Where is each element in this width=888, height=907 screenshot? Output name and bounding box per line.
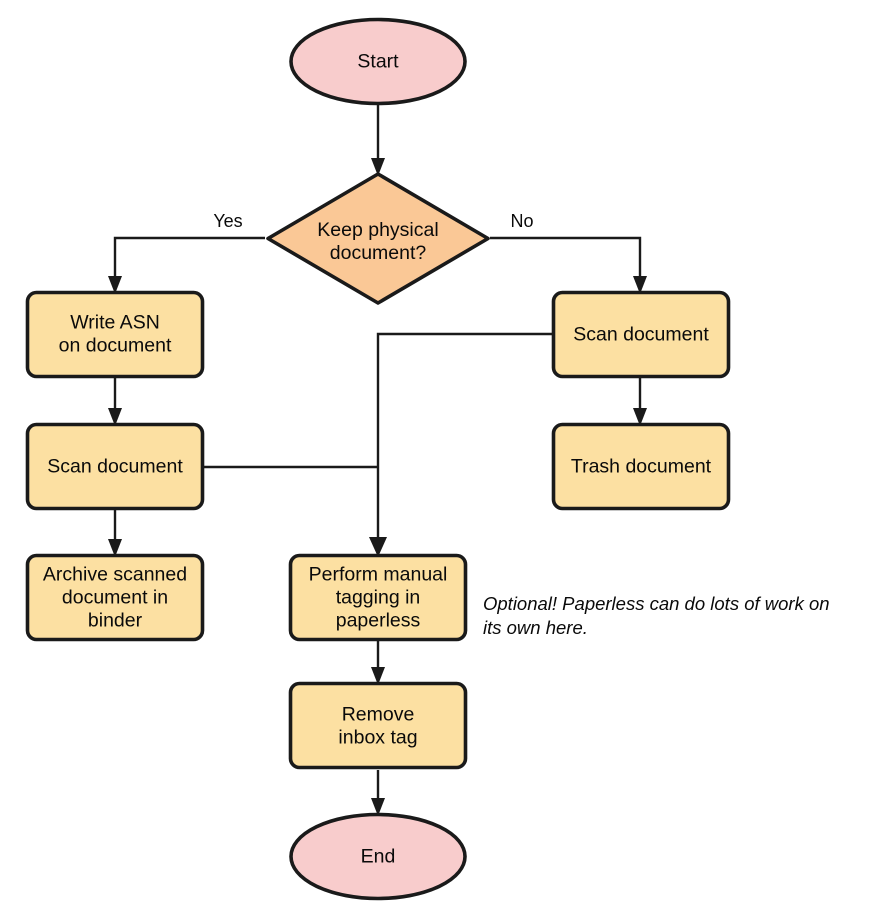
end-label: End	[361, 846, 396, 868]
node-write-asn-on-document[interactable]: Write ASN on document	[25, 290, 205, 379]
edge-label-no: No	[510, 211, 533, 231]
connector-decision-no-to-scan-right	[490, 236, 647, 294]
optional-note-line1: Optional! Paperless can do lots of work …	[483, 593, 830, 614]
decision-diamond[interactable]	[266, 172, 490, 305]
optional-note-line2: its own here.	[483, 617, 588, 638]
manual-tagging-label-line3: paperless	[336, 610, 421, 632]
archive-label-line3: binder	[88, 610, 143, 632]
trash-document-label: Trash document	[571, 456, 712, 478]
manual-tagging-box[interactable]	[288, 553, 468, 642]
write-asn-box[interactable]	[25, 290, 205, 379]
manual-tagging-label-line1: Perform manual	[309, 564, 448, 586]
node-scan-document-right[interactable]: Scan document	[551, 290, 731, 379]
connector-decision-yes-to-write-asn	[108, 236, 265, 294]
node-archive-scanned-document[interactable]: Archive scanned document in binder	[25, 553, 205, 642]
connector-remove-inbox-to-end	[371, 770, 385, 816]
archive-label-line2: document in	[62, 587, 168, 609]
node-decision-keep-physical-document[interactable]: Keep physical document?	[266, 172, 490, 305]
connector-scan-right-to-manual-tagging	[369, 332, 552, 557]
scan-document-left-box[interactable]	[25, 422, 205, 511]
decision-label-line2: document?	[330, 242, 427, 264]
start-ellipse[interactable]	[289, 17, 467, 106]
remove-inbox-tag-box[interactable]	[288, 681, 468, 770]
connector-write-asn-to-scan-left	[108, 378, 122, 426]
node-perform-manual-tagging[interactable]: Perform manual tagging in paperless	[288, 553, 468, 642]
remove-inbox-tag-label-line2: inbox tag	[338, 727, 417, 749]
connector-manual-tagging-to-remove-inbox	[371, 641, 385, 685]
annotation-optional-note: Optional! Paperless can do lots of work …	[483, 593, 830, 638]
archive-box[interactable]	[25, 553, 205, 642]
node-trash-document[interactable]: Trash document	[551, 422, 731, 511]
end-ellipse[interactable]	[289, 812, 467, 901]
scan-document-right-label: Scan document	[573, 324, 709, 346]
scan-document-left-label: Scan document	[47, 456, 183, 478]
node-end[interactable]: End	[289, 812, 467, 901]
start-label: Start	[357, 51, 399, 73]
connector-scan-left-to-archive	[108, 510, 122, 557]
manual-tagging-label-line2: tagging in	[336, 587, 421, 609]
node-remove-inbox-tag[interactable]: Remove inbox tag	[288, 681, 468, 770]
node-scan-document-left[interactable]: Scan document	[25, 422, 205, 511]
edge-label-yes: Yes	[213, 211, 242, 231]
scan-document-right-box[interactable]	[551, 290, 731, 379]
write-asn-label-line1: Write ASN	[70, 312, 160, 334]
write-asn-label-line2: on document	[59, 335, 172, 357]
trash-document-box[interactable]	[551, 422, 731, 511]
decision-label-line1: Keep physical	[317, 219, 438, 241]
remove-inbox-tag-label-line1: Remove	[342, 704, 415, 726]
archive-label-line1: Archive scanned	[43, 564, 187, 586]
node-start[interactable]: Start	[289, 17, 467, 106]
connector-scan-right-to-trash	[633, 378, 647, 426]
connector-start-to-decision	[371, 105, 385, 176]
